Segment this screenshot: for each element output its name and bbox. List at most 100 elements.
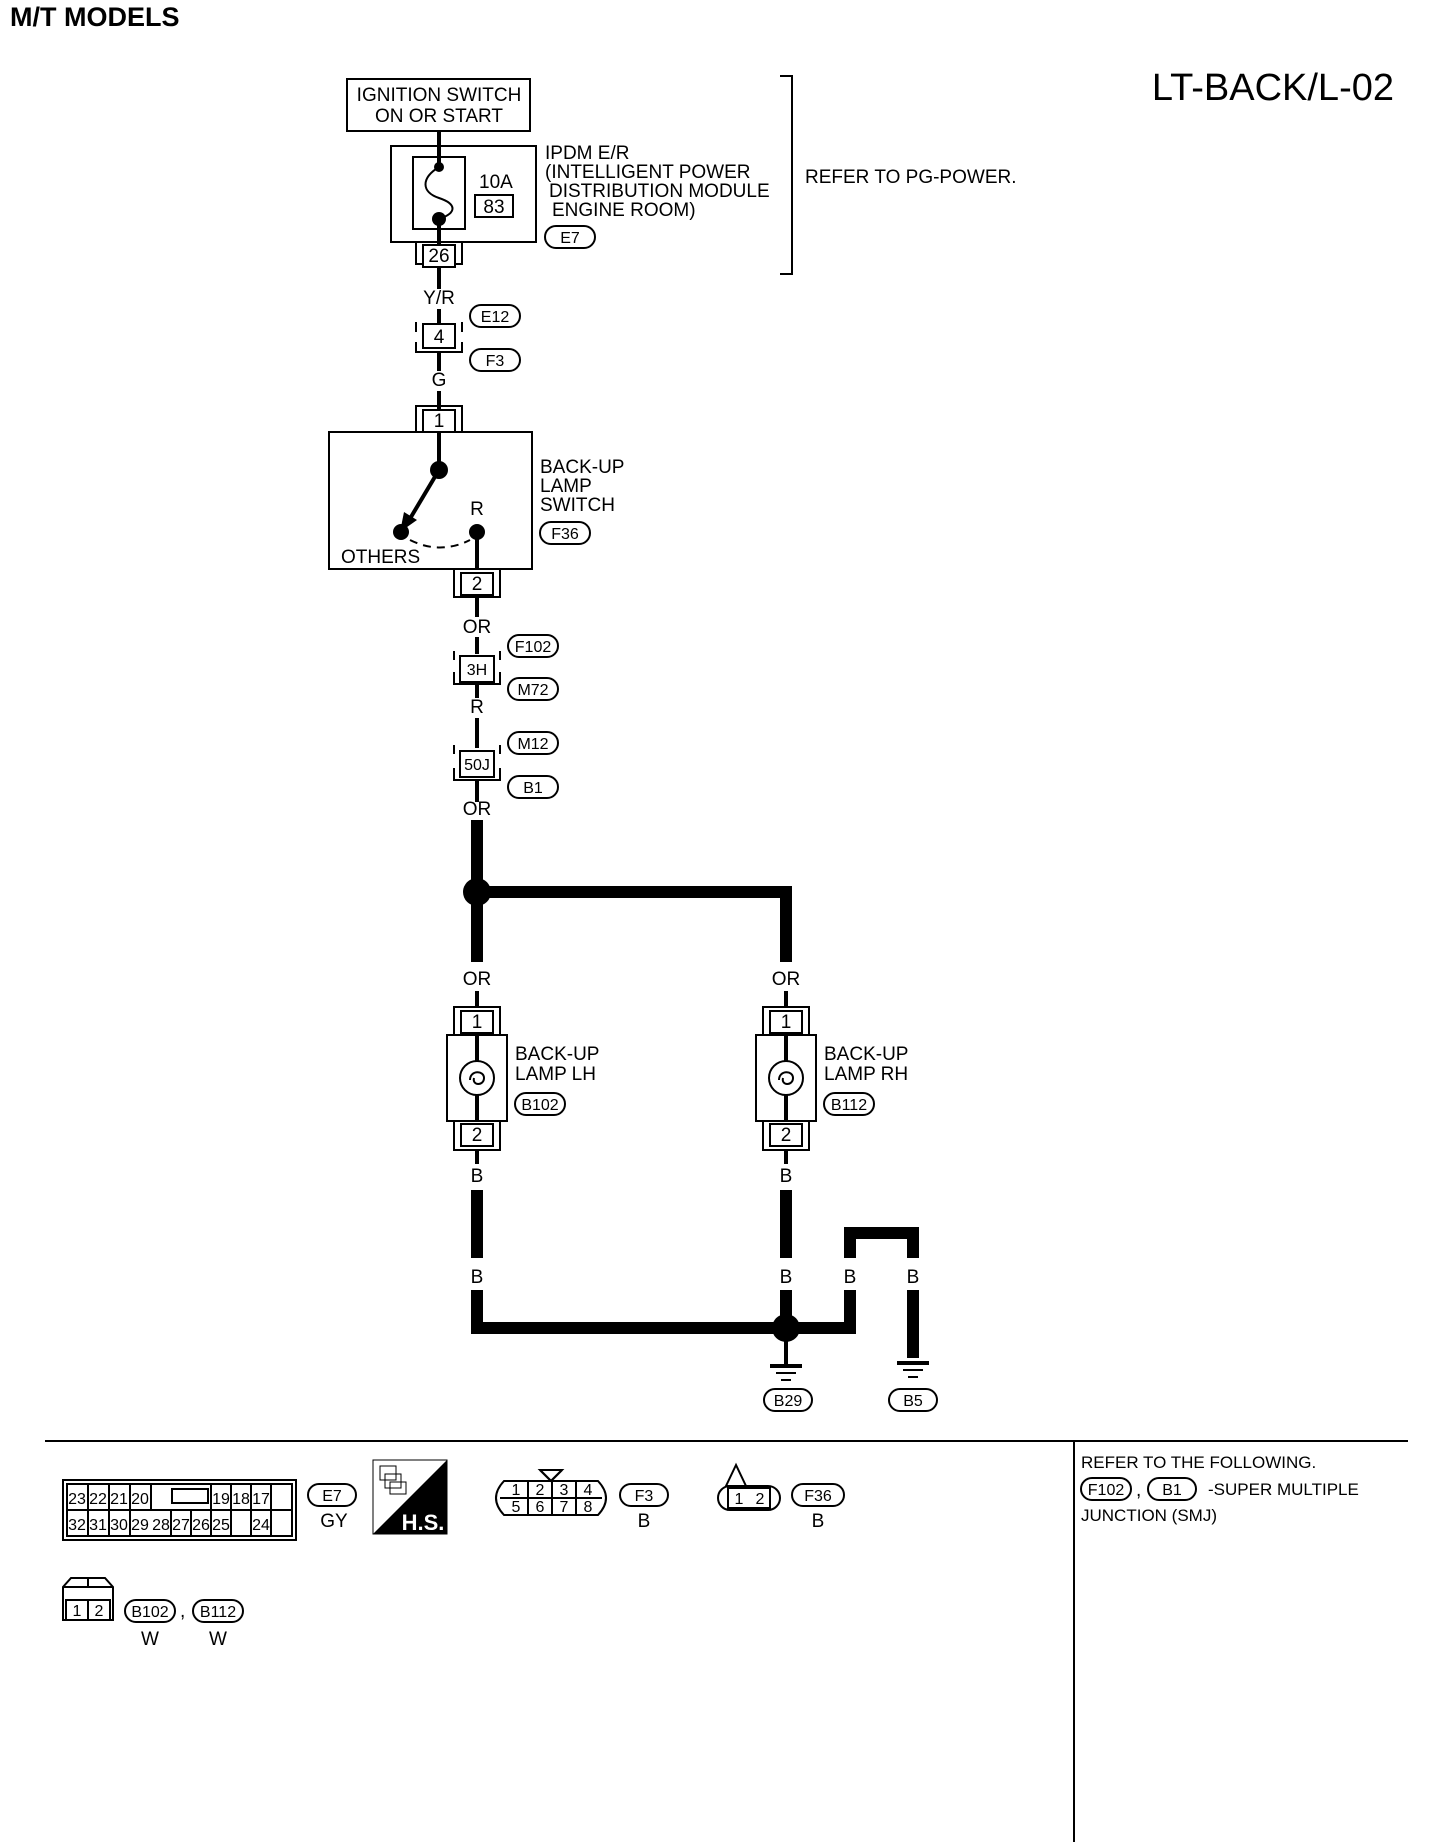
joint2-top-connector: F102 <box>515 639 552 656</box>
f3-pin-5: 5 <box>512 1499 521 1516</box>
lamp-rh-pin-2: 2 <box>781 1125 792 1146</box>
wire-color-b-g2: B <box>907 1267 920 1288</box>
e7-pin-22: 22 <box>89 1491 107 1508</box>
lamp-lh-line2: LAMP LH <box>515 1064 596 1085</box>
ipdm-pin-26: 26 <box>428 246 449 267</box>
ground-b29-label: B29 <box>774 1393 803 1410</box>
joint-connector-m12-b1: 50J M12 B1 <box>453 731 559 799</box>
refer-smj-block: REFER TO THE FOLLOWING. F102 , B1 -SUPER… <box>1080 1453 1359 1525</box>
fuse-number: 83 <box>483 197 504 218</box>
backup-lamp-rh: 1 BACK-UP LAMP RH B112 2 <box>755 1006 908 1151</box>
switch-pin-2: 2 <box>472 574 483 595</box>
lamp-rh-pin-1: 1 <box>781 1012 792 1033</box>
legend-e7-color: GY <box>320 1511 348 1532</box>
e7-pin-29: 29 <box>131 1517 149 1534</box>
refer-connector-b1: B1 <box>1162 1482 1182 1499</box>
e7-pin-27: 27 <box>172 1517 190 1534</box>
wire-color-or-lh: OR <box>463 969 492 990</box>
legend-f36-connector: 1 2 F36 B <box>717 1462 845 1532</box>
lamp-rh-connector: B112 <box>831 1097 867 1114</box>
e7-pin-19: 19 <box>212 1491 230 1508</box>
e7-pin-32: 32 <box>68 1517 86 1534</box>
wire-color-r: R <box>470 697 484 718</box>
ipdm-line3: DISTRIBUTION MODULE <box>549 181 770 202</box>
joint3-pin: 50J <box>464 757 490 774</box>
ignition-line1: IGNITION SWITCH <box>357 85 522 106</box>
wire-color-b-g1: B <box>844 1267 857 1288</box>
switch-others-label: OTHERS <box>341 547 420 568</box>
wire-color-yr: Y/R <box>423 288 455 309</box>
wire-color-b-lh-1: B <box>471 1166 484 1187</box>
joint2-bottom-connector: M72 <box>517 682 548 699</box>
switch-line1: BACK-UP <box>540 457 624 478</box>
e7-pin-23: 23 <box>68 1491 86 1508</box>
fuse-rating: 10A <box>479 172 513 193</box>
e7-pin-31: 31 <box>89 1517 107 1534</box>
legend-e7-connector: 23 22 21 20 19 18 17 32 31 30 29 28 27 2… <box>62 1479 357 1541</box>
f3-pin-7: 7 <box>560 1499 569 1516</box>
joint-connector-e12-f3: 4 E12 F3 <box>415 304 521 372</box>
refer-line3: JUNCTION (SMJ) <box>1081 1506 1217 1525</box>
legend-f36-id: F36 <box>804 1488 832 1505</box>
ipdm-line4: ENGINE ROOM) <box>552 200 696 221</box>
e7-pin-25: 25 <box>212 1517 230 1534</box>
switch-line2: LAMP <box>540 476 592 497</box>
legend-f3-color: B <box>638 1511 651 1532</box>
legend-b112-id: B112 <box>200 1604 236 1621</box>
refer-connector-f102: F102 <box>1088 1482 1125 1499</box>
f36-pin-2: 2 <box>756 1491 765 1508</box>
legend-f36-color: B <box>812 1511 825 1532</box>
joint1-bottom-connector: F3 <box>486 353 505 370</box>
ipdm-connector: E7 <box>560 230 580 247</box>
e7-pin-24: 24 <box>252 1517 270 1534</box>
f3-pin-2: 2 <box>536 1482 545 1499</box>
switch-r-label: R <box>470 499 484 520</box>
ground-b5-label: B5 <box>903 1393 923 1410</box>
legend-b102-b112-connector: 1 2 B102 , B112 W W <box>62 1577 244 1650</box>
legend-e7-id: E7 <box>322 1488 342 1505</box>
joint1-top-connector: E12 <box>481 309 510 326</box>
lamp-lh-connector: B102 <box>521 1097 558 1114</box>
refer-power-note: REFER TO PG-POWER. <box>805 167 1017 188</box>
joint1-pin: 4 <box>434 327 445 348</box>
refer-description: -SUPER MULTIPLE <box>1208 1480 1359 1499</box>
legend-f3-id: F3 <box>635 1488 654 1505</box>
e7-pin-26: 26 <box>192 1517 210 1534</box>
ground-b29: B29 <box>763 1364 813 1412</box>
lamp-rh-line1: BACK-UP <box>824 1044 908 1065</box>
e7-pin-28: 28 <box>152 1517 170 1534</box>
joint-connector-f102-m72: 3H F102 M72 <box>453 634 559 701</box>
f3-pin-1: 1 <box>512 1482 521 1499</box>
refer-line1: REFER TO THE FOLLOWING. <box>1081 1453 1316 1472</box>
ipdm-module: 10A 83 IPDM E/R (INTELLIGENT POWER DISTR… <box>390 143 770 250</box>
backup-lamp-lh: 1 BACK-UP LAMP LH B102 2 <box>446 1006 599 1151</box>
wire-color-or-2: OR <box>463 799 492 820</box>
wire-color-b-lh-2: B <box>471 1267 484 1288</box>
switch-blade <box>406 468 441 524</box>
bulb-lh-icon <box>459 1060 495 1096</box>
ignition-switch: IGNITION SWITCH ON OR START <box>346 78 531 132</box>
e7-pin-30: 30 <box>110 1517 128 1534</box>
wire-color-or-rh: OR <box>772 969 801 990</box>
b-pin-2: 2 <box>95 1603 104 1620</box>
joint3-bottom-connector: B1 <box>523 780 543 797</box>
legend-b102-color: W <box>141 1629 159 1650</box>
f3-pin-3: 3 <box>560 1482 569 1499</box>
bulb-rh-icon <box>768 1060 804 1096</box>
e7-pin-17: 17 <box>252 1491 270 1508</box>
wire-color-or-1: OR <box>463 617 492 638</box>
e7-pin-21: 21 <box>110 1491 128 1508</box>
hs-connector-icon: H.S. <box>372 1459 448 1535</box>
backup-lamp-switch: 1 R OTHERS BACK-UP LAMP SWITCH F36 2 <box>328 405 624 598</box>
page-title: M/T MODELS <box>10 2 180 32</box>
ignition-line2: ON OR START <box>375 106 503 127</box>
legend-b112-color: W <box>209 1629 227 1650</box>
lamp-lh-pin-2: 2 <box>472 1125 483 1146</box>
switch-connector: F36 <box>551 526 579 543</box>
b-pin-1: 1 <box>73 1603 82 1620</box>
diagram-code: LT-BACK/L-02 <box>1152 67 1394 109</box>
lamp-lh-line1: BACK-UP <box>515 1044 599 1065</box>
f3-pin-6: 6 <box>536 1499 545 1516</box>
f3-pin-4: 4 <box>584 1482 593 1499</box>
